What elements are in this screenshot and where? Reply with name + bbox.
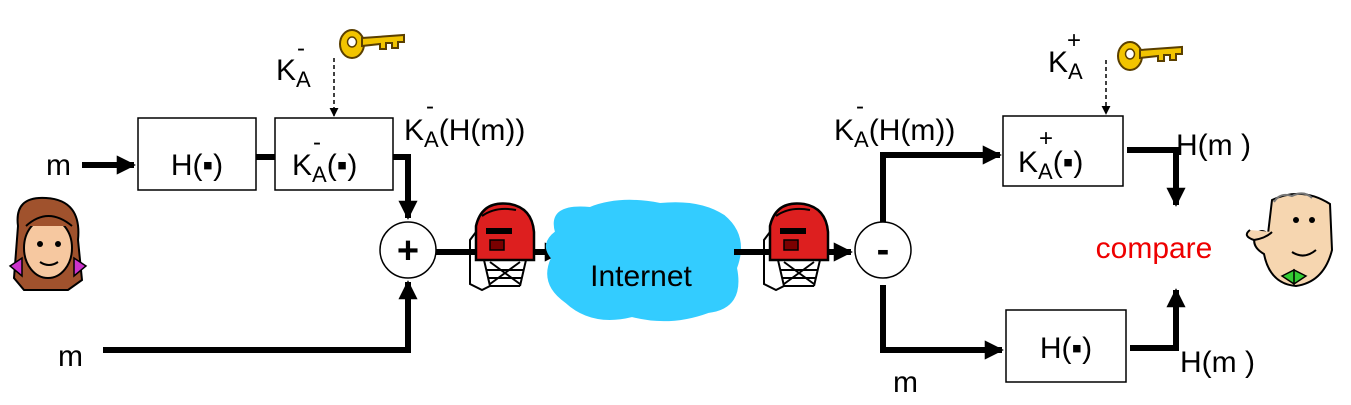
arrow-splitter-to-decrypt bbox=[880, 145, 1002, 222]
receiver-signed-hash-sup: - bbox=[856, 93, 864, 120]
sender-encrypt-box-label: KA(▪) bbox=[292, 149, 357, 187]
arrow-decrypt-to-compare bbox=[1127, 147, 1186, 207]
encrypt-box-base: K bbox=[292, 149, 312, 182]
receiver-side: - KA(H(m)) - m KA(▪) + KA + H(m ) compar… bbox=[834, 27, 1255, 399]
combiner-symbol: + bbox=[397, 230, 419, 272]
compare-label: compare bbox=[1096, 232, 1213, 265]
bob-cartoon-icon bbox=[1245, 192, 1334, 288]
sender-private-key-sup: - bbox=[297, 35, 305, 62]
receiver-hash-box-label: H(▪) bbox=[1040, 332, 1092, 365]
network: Internet bbox=[468, 199, 853, 322]
splitter-symbol: - bbox=[877, 229, 890, 271]
internet-label: Internet bbox=[590, 260, 692, 293]
key-icon bbox=[339, 29, 405, 59]
sender-signed-hash-sup: - bbox=[426, 93, 434, 120]
receiver-hash-out-top: H(m ) bbox=[1176, 129, 1251, 162]
mailbox-icon bbox=[468, 202, 536, 292]
receiver-message-out: m bbox=[893, 366, 918, 399]
encrypt-box-arg: (▪) bbox=[327, 149, 358, 182]
sender-encrypt-box bbox=[274, 117, 394, 191]
receiver-signed-hash-label: KA(H(m)) bbox=[834, 114, 955, 152]
sender-signed-hash-label: KA(H(m)) bbox=[404, 114, 525, 152]
receiver-decrypt-box bbox=[1002, 115, 1124, 187]
receiver-hash-out-bottom: H(m ) bbox=[1180, 346, 1255, 379]
receiver-decrypt-box-label: KA(▪) bbox=[1018, 146, 1083, 184]
arrow-encrypt-to-combiner bbox=[393, 154, 418, 220]
arrow-message-to-combiner bbox=[103, 280, 418, 353]
receiver-public-key-sup: + bbox=[1067, 27, 1081, 54]
receiver-hash-box bbox=[1005, 309, 1127, 383]
sender-side: m H(▪) KA(▪) - KA - KA(H(m)) - + m bbox=[46, 29, 564, 373]
mailbox-icon bbox=[762, 202, 830, 292]
key-icon bbox=[1117, 41, 1183, 71]
alice-cartoon-icon bbox=[8, 196, 88, 291]
arrow-splitter-to-hash bbox=[880, 285, 1004, 360]
internet-cloud bbox=[545, 199, 741, 322]
encrypt-box-sub: A bbox=[312, 162, 327, 187]
sender-encrypt-box-sup: - bbox=[313, 129, 321, 156]
receiver-decrypt-box-sup: + bbox=[1039, 125, 1053, 152]
arrow-hash-to-compare bbox=[1130, 288, 1186, 351]
sender-private-key-label: KA bbox=[276, 54, 311, 92]
sender-hash-box-label: H(▪) bbox=[171, 149, 223, 182]
sender-second-message: m bbox=[58, 340, 83, 373]
receiver-public-key-label: KA bbox=[1048, 46, 1083, 84]
sender-input-message: m bbox=[46, 149, 71, 182]
